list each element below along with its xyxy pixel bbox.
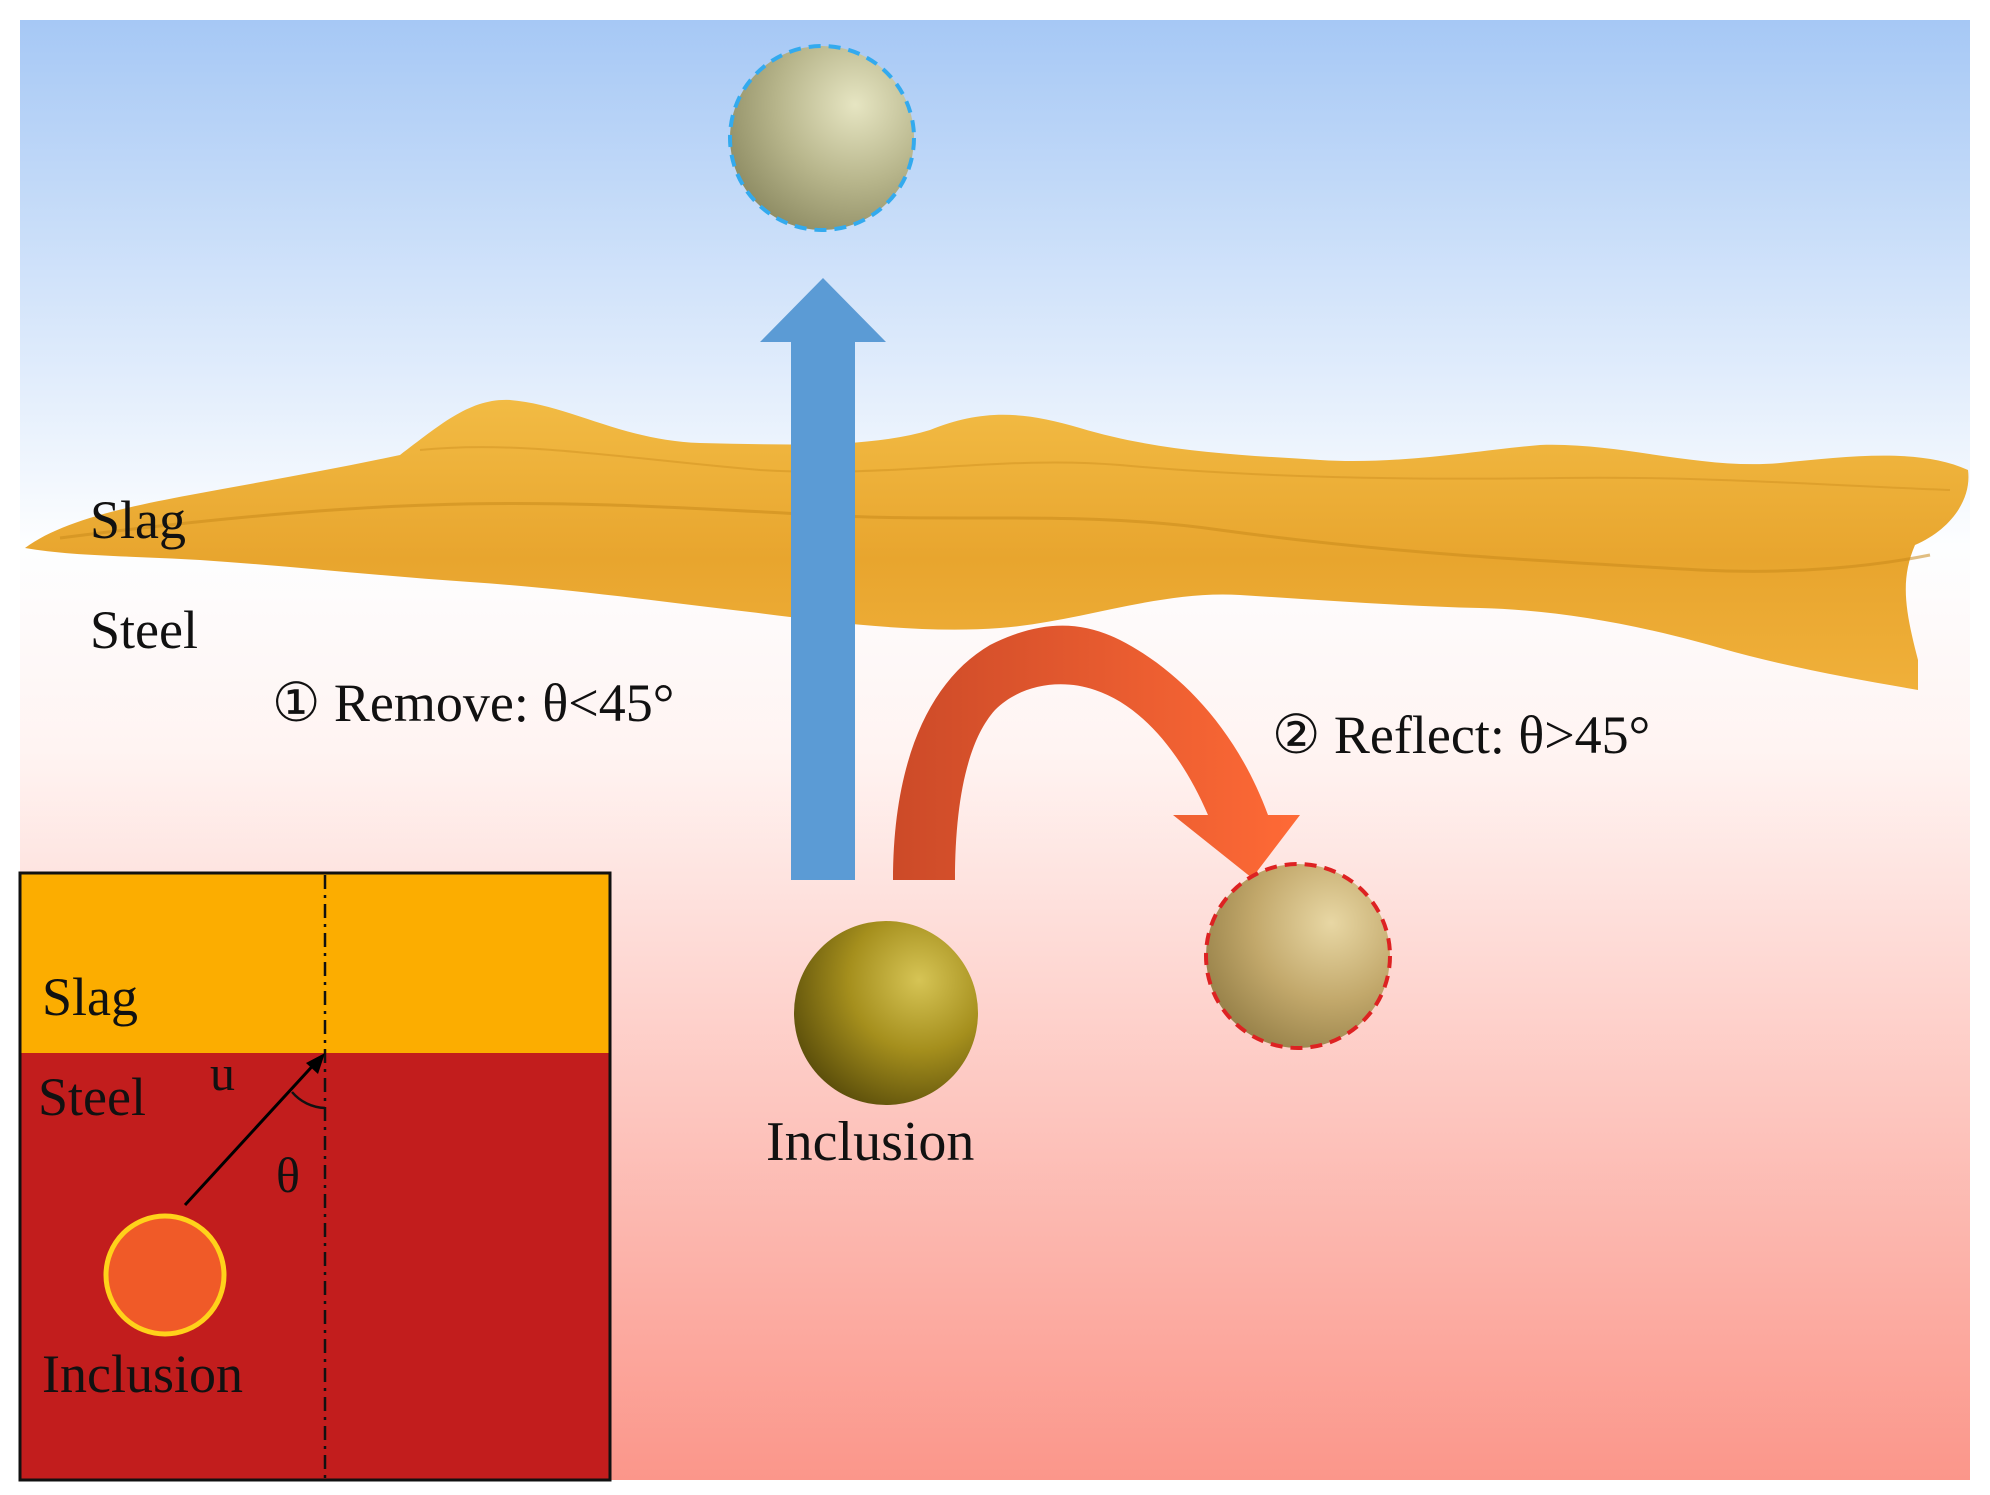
inset-velocity-arrowhead: [306, 1053, 325, 1074]
inclusion-label: Inclusion: [766, 1111, 974, 1173]
inset-slag-label: Slag: [42, 967, 138, 1027]
inset-border: [18, 871, 612, 1482]
steel-label: Steel: [90, 600, 198, 660]
reflect-label: ② Reflect: θ>45°: [1272, 705, 1650, 765]
remove-arrow: [760, 278, 886, 880]
removed-inclusion-ball: [728, 44, 916, 232]
inset-velocity-vector: [183, 1058, 320, 1207]
reflect-arrow-body: [893, 625, 1300, 880]
inclusion-ball: [794, 921, 978, 1105]
remove-label: ① Remove: θ<45°: [272, 673, 674, 733]
slag-layer-fold-line-upper: [419, 446, 1951, 491]
slag-layer-fold-line: [59, 501, 1931, 573]
inset-velocity-label: u: [210, 1045, 235, 1101]
inset-slag-region: [20, 873, 610, 1053]
inset-angle-label: θ: [276, 1147, 300, 1203]
slag-label: Slag: [90, 490, 186, 550]
reflected-inclusion-ball: [1204, 862, 1392, 1050]
inset-steel-label: Steel: [38, 1067, 146, 1127]
inset-angle-arc: [291, 1091, 326, 1110]
slag-layer: [25, 399, 1969, 690]
inset-inclusion-circle: [103, 1213, 227, 1337]
inset-inclusion-label: Inclusion: [42, 1344, 243, 1404]
inset-schematic: Slag Steel u θ Inclusion: [18, 871, 612, 1482]
